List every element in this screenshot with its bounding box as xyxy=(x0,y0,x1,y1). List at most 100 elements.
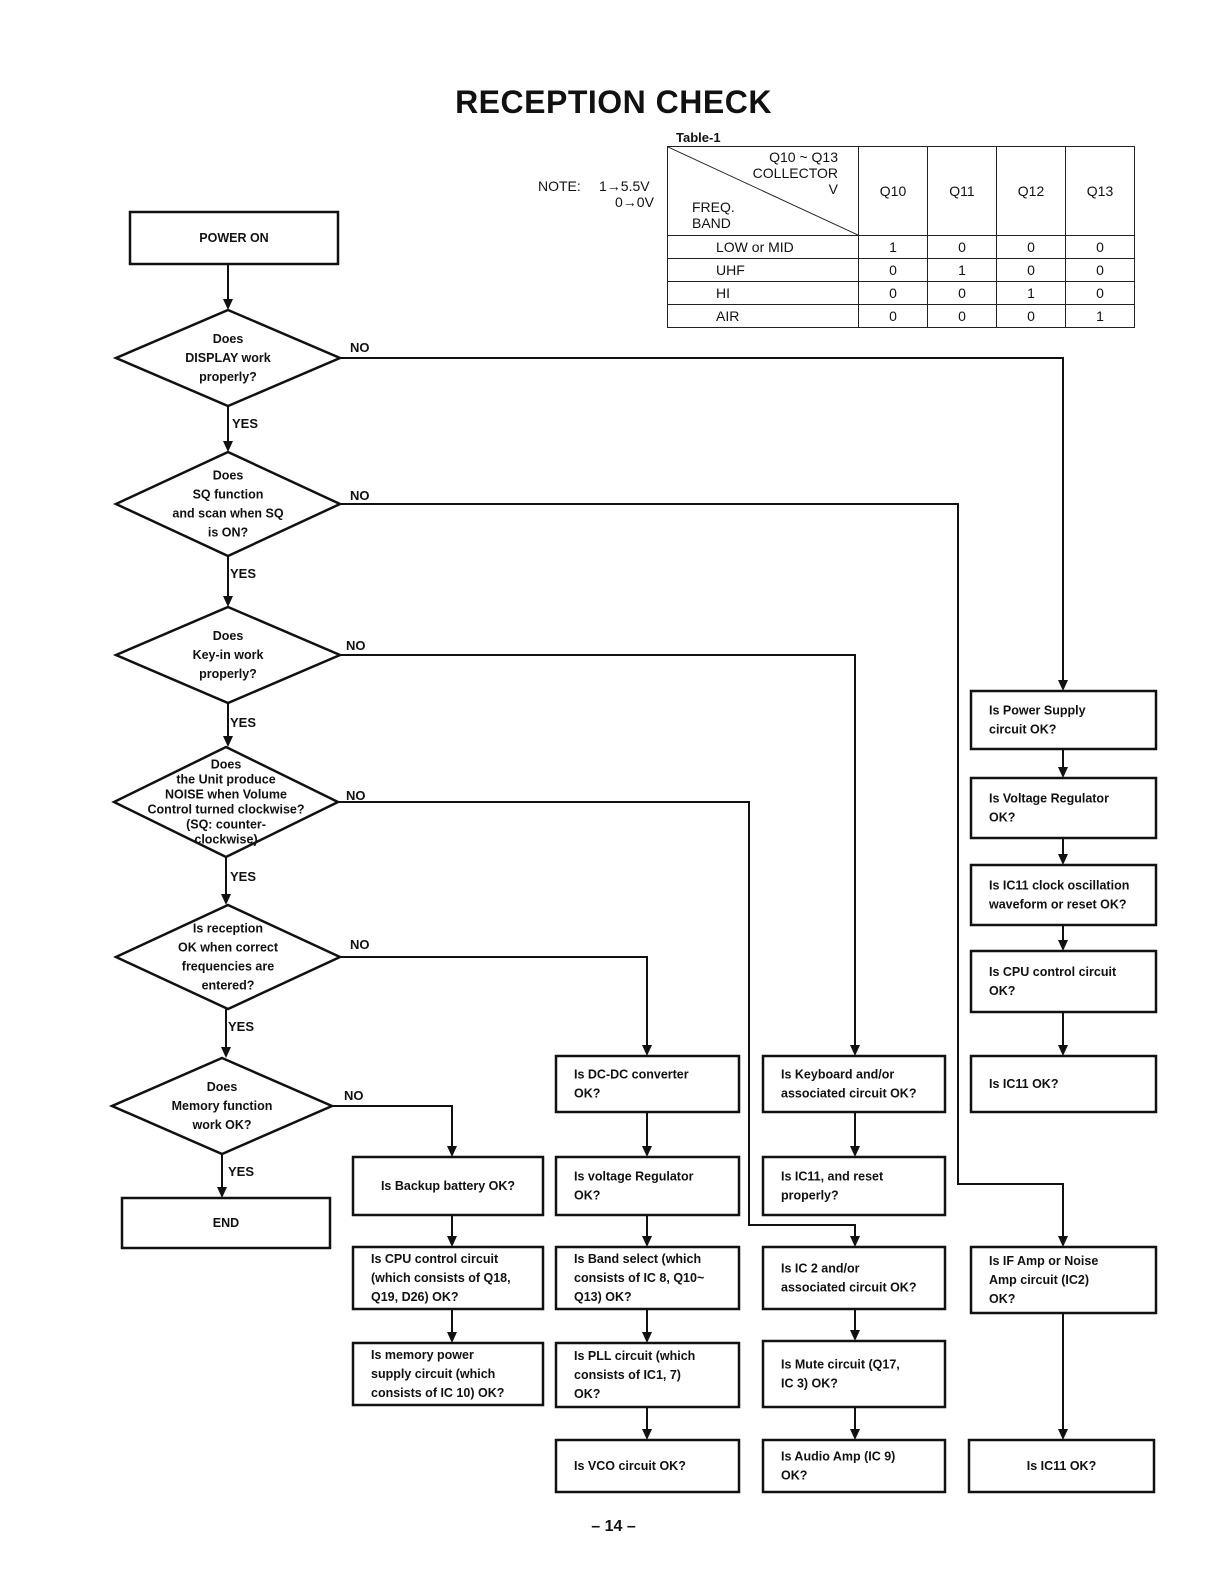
flow-text-line: consists of IC1, 7) xyxy=(574,1368,681,1382)
flow-text-line: frequencies are xyxy=(182,960,274,974)
collector-header-line: Q10 ~ Q13 xyxy=(769,149,838,165)
flow-text-line: (which consists of Q18, xyxy=(371,1271,511,1285)
flow-text-line: work OK? xyxy=(191,1118,251,1132)
flow-text-line: Control turned clockwise? xyxy=(148,803,305,817)
collector-header-line: V xyxy=(828,181,838,197)
flow-text-line: Is Band select (which xyxy=(574,1252,701,1266)
flow-text-line: Is CPU control circuit xyxy=(989,965,1117,979)
flow-text-line: the Unit produce xyxy=(176,773,275,787)
flow-text-line: supply circuit (which xyxy=(371,1367,495,1381)
diamond-outline xyxy=(111,745,341,859)
arrowhead-down xyxy=(223,736,233,747)
connector-line xyxy=(338,801,856,1236)
noise-check-box-2: Is Mute circuit (Q17,IC 3) OK? xyxy=(761,1339,947,1409)
arrowhead-down xyxy=(642,1146,652,1157)
flow-text-line: Is IC11 OK? xyxy=(1027,1459,1096,1473)
flow-text-line: DISPLAY work xyxy=(185,351,270,365)
flow-text-line: circuit OK? xyxy=(989,723,1056,737)
value-cell: 0 xyxy=(996,235,1066,259)
no-label: NO xyxy=(346,638,366,653)
arrowhead-down xyxy=(223,299,233,310)
flow-text-line: Q13) OK? xyxy=(574,1290,632,1304)
no-label: NO xyxy=(344,1088,364,1103)
arrowhead-down xyxy=(217,1187,227,1198)
arrowhead-down xyxy=(223,596,233,607)
arrowhead-down xyxy=(850,1236,860,1247)
flow-shapes: POWER ON END Does DISPLAY work properly? Does… xyxy=(108,210,1158,1494)
band-cell: AIR xyxy=(667,304,859,328)
box-outline xyxy=(554,1438,741,1494)
arrowhead-down xyxy=(850,1045,860,1056)
box-outline xyxy=(969,1245,1158,1315)
flow-text-line: OK? xyxy=(989,984,1015,998)
box-outline xyxy=(761,1339,947,1409)
value-cell: 0 xyxy=(1065,258,1135,282)
value-cell: 0 xyxy=(996,304,1066,328)
flow-text-line: Is IC11 clock oscillation xyxy=(989,879,1129,893)
yes-label: YES xyxy=(232,416,258,431)
band-header-line: FREQ. xyxy=(692,199,735,215)
flow-text-line: associated circuit OK? xyxy=(781,1087,916,1101)
box-outline xyxy=(554,1245,741,1311)
flow-text-line: Q19, D26) OK? xyxy=(371,1290,459,1304)
connector-line xyxy=(340,357,1064,680)
value-cell: 1 xyxy=(996,281,1066,305)
arrowhead-down xyxy=(223,441,233,452)
box-outline xyxy=(967,1438,1156,1494)
box-outline xyxy=(554,1054,741,1114)
flow-connectors xyxy=(221,264,1064,1429)
flow-text-line: Does xyxy=(211,758,242,772)
flow-text-line: OK? xyxy=(574,1189,600,1203)
diamond-outline xyxy=(112,308,344,408)
flow-text-line: properly? xyxy=(199,370,257,384)
yes-label: YES xyxy=(228,1164,254,1179)
box-outline xyxy=(120,1196,332,1250)
note-line-1: 1→5.5V xyxy=(599,178,650,194)
collector-header-line: COLLECTOR xyxy=(752,165,838,181)
arrowhead-down xyxy=(1058,680,1068,691)
yes-label: YES xyxy=(230,715,256,730)
box-outline xyxy=(554,1155,741,1217)
flow-text-line: OK when correct xyxy=(178,941,279,955)
flow-text-line: Is CPU control circuit xyxy=(371,1252,499,1266)
flow-text-line: OK? xyxy=(574,1087,600,1101)
flow-text-line: Does xyxy=(213,469,244,483)
connector-line xyxy=(340,654,856,1045)
flow-text-line: END xyxy=(213,1216,239,1230)
reception-check-box-4: Is PLL circuit (which consists of IC1, 7)… xyxy=(554,1341,741,1409)
reception-check-box-5: Is VCO circuit OK? xyxy=(554,1438,741,1494)
end-box: END xyxy=(120,1196,332,1250)
arrowhead-down xyxy=(1058,1429,1068,1440)
sq-check-box-2: Is IC11 OK? xyxy=(967,1438,1156,1494)
no-label: NO xyxy=(350,340,370,355)
flow-text-line: Is IC11 OK? xyxy=(989,1077,1058,1091)
yes-label: YES xyxy=(228,1019,254,1034)
table-corner-header: Q10 ~ Q13 COLLECTOR V FREQ. BAND xyxy=(667,146,859,236)
yes-label: YES xyxy=(230,566,256,581)
arrowhead-down xyxy=(1058,1236,1068,1247)
box-outline xyxy=(969,1054,1158,1114)
box-outline xyxy=(351,1341,545,1407)
flow-text-line: Is VCO circuit OK? xyxy=(574,1459,686,1473)
flow-text-line: Is PLL circuit (which xyxy=(574,1349,695,1363)
value-cell: 0 xyxy=(858,258,928,282)
flow-text-line: Memory function xyxy=(172,1099,273,1113)
display-check-box-5: Is IC11 OK? xyxy=(969,1054,1158,1114)
flow-text-line: and scan when SQ xyxy=(172,507,283,521)
value-cell: 1 xyxy=(858,235,928,259)
arrowhead-down xyxy=(1058,1045,1068,1056)
arrowhead-down xyxy=(221,894,231,905)
value-cell: 0 xyxy=(858,304,928,328)
arrowhead-down xyxy=(447,1146,457,1157)
arrowhead-down xyxy=(221,1047,231,1058)
power-on-box: POWER ON xyxy=(128,210,340,266)
flow-arrowheads xyxy=(217,299,1068,1440)
flow-text-line: Is Power Supply xyxy=(989,704,1086,718)
arrowhead-down xyxy=(1058,767,1068,778)
box-outline xyxy=(351,1245,545,1311)
